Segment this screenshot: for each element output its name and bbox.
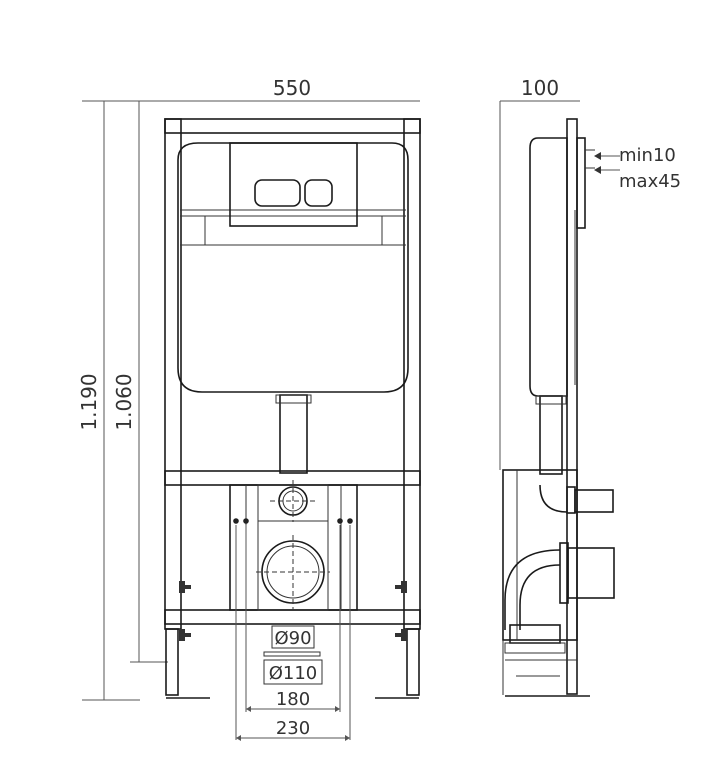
adjustment-screw-icon [179, 629, 191, 641]
flush-button-large [254, 179, 301, 207]
side-view: 100 [499, 76, 615, 697]
depth-dimension-label: 100 [521, 76, 559, 100]
cistern-side [529, 137, 568, 397]
bolt-hole [243, 518, 249, 524]
total-height-label: 1.190 [77, 373, 101, 430]
adjustment-screw-icon [179, 581, 191, 593]
pipe-large-diameter-label: Ø110 [269, 663, 318, 684]
lower-frame-side [502, 469, 578, 641]
bolt-inner-distance-label: 180 [276, 689, 310, 710]
plate-thickness-annotation: min10 max45 [594, 145, 681, 192]
width-dimension-label: 550 [273, 76, 311, 100]
flush-plate-side [576, 137, 586, 229]
bolt-outer-distance-label: 230 [276, 718, 310, 739]
outlet-pipe-side [567, 547, 615, 599]
adjustment-screw-icon [395, 581, 407, 593]
plate-max-label: max45 [619, 171, 681, 192]
inlet-pipe-side [574, 489, 614, 513]
right-leg [406, 628, 420, 696]
flush-plate [229, 142, 358, 227]
pipe-small-diameter-label: Ø90 [274, 628, 311, 649]
front-view: 550 1.190 1.060 [77, 76, 421, 741]
flush-button-small [304, 179, 333, 207]
top-rail [164, 118, 421, 134]
bolt-hole [233, 518, 239, 524]
side-frame-post [566, 118, 578, 695]
outlet-bend [504, 549, 561, 630]
left-leg [165, 628, 179, 696]
bolt-hole [347, 518, 353, 524]
cistern-tank [177, 142, 409, 393]
frame-height-label: 1.060 [112, 373, 136, 430]
bottom-rail [164, 609, 421, 625]
adjustment-screw-icon [395, 629, 407, 641]
flush-pipe [279, 394, 308, 474]
flush-pipe-side [539, 395, 563, 475]
right-frame-post [403, 118, 421, 630]
plate-min-label: min10 [619, 145, 676, 166]
bolt-hole [337, 518, 343, 524]
